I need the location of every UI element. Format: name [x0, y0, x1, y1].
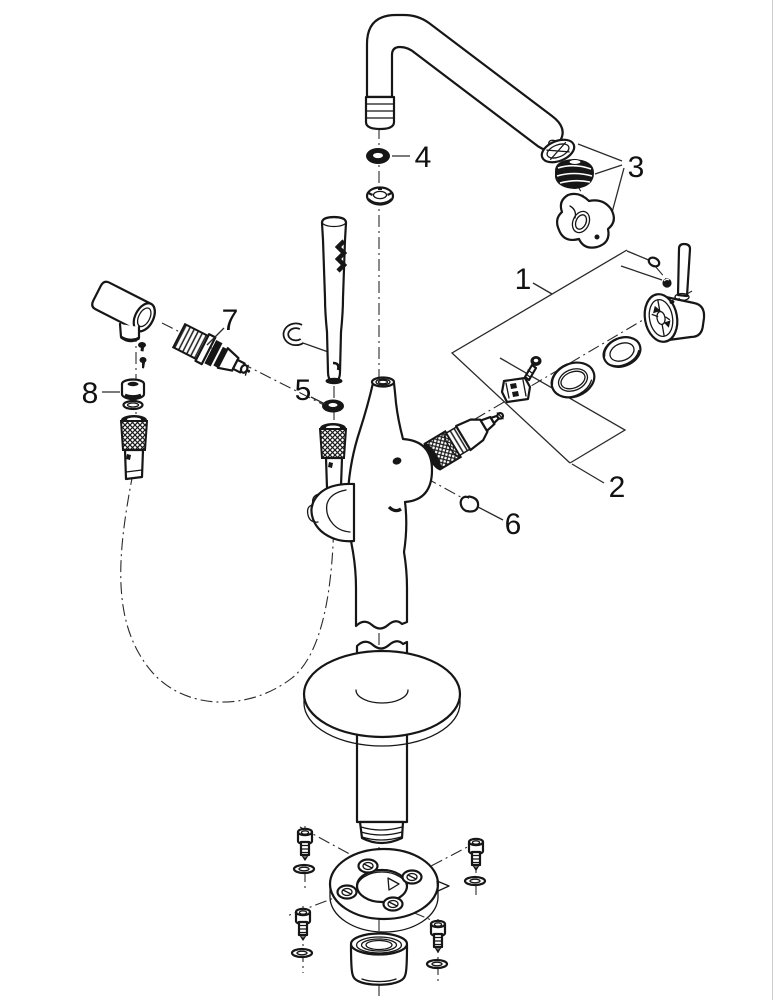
- cartridge-screw: [523, 356, 542, 382]
- mounting-collar: [349, 932, 409, 986]
- plug-cap-6: [459, 495, 504, 521]
- callout-8-label: 8: [82, 377, 99, 410]
- hose-end-middle: [318, 423, 348, 490]
- callout-labels: 1 2 3 4 5 6 7 8: [82, 141, 645, 541]
- callout-3-label: 3: [628, 151, 645, 184]
- callout-4-label: 4: [415, 141, 432, 174]
- diverter-cartridge: [171, 322, 251, 376]
- callout-6-label: 6: [505, 508, 522, 541]
- spout-union-nut: [365, 186, 395, 206]
- hand-shower: [320, 215, 348, 385]
- floor-bolt: [425, 919, 449, 970]
- spout-end-piece: [555, 192, 615, 249]
- hose-elbow: [91, 280, 156, 343]
- group-box-1-2: [450, 249, 663, 484]
- floor-bolt: [292, 827, 316, 875]
- flange-hole: [382, 896, 404, 912]
- hose-nut-8: [102, 378, 146, 401]
- callout-2-label: 2: [609, 471, 626, 504]
- callout-5-leader: [310, 396, 326, 405]
- callout-7-label: 7: [222, 304, 239, 337]
- flange-hole: [401, 869, 423, 885]
- spout-thread-end: [364, 95, 396, 131]
- pipe-thread-end: [358, 820, 405, 845]
- hose-loop-axis: [120, 472, 335, 703]
- spout-o-ring: [366, 148, 410, 164]
- handle-screw: [662, 278, 672, 288]
- hose-washer: [122, 399, 144, 411]
- trim-ring-inner: [550, 361, 596, 399]
- callout-2-leader: [571, 463, 605, 484]
- floor-bolt: [463, 837, 487, 887]
- floor-flange: [328, 847, 450, 933]
- floor-bolt: [290, 907, 314, 959]
- flange-hole: [336, 884, 358, 900]
- aerator-insert: [554, 158, 595, 190]
- hose-end-left: [119, 415, 149, 481]
- outlet-washer: [540, 138, 576, 164]
- floor-escutcheon-disc: [302, 649, 462, 747]
- callout-5-label: 5: [295, 374, 312, 407]
- callout-1-leader: [532, 282, 553, 295]
- handle-plug-cap: [647, 256, 661, 268]
- flange-hole: [357, 858, 379, 874]
- faucet-body: [346, 376, 434, 630]
- hand-shower-o-ring: [310, 396, 344, 413]
- trim-ring-outer: [602, 336, 642, 368]
- callout-7-leader: [206, 327, 225, 346]
- cartridge: [423, 411, 505, 471]
- spout: [364, 13, 564, 153]
- shower-holder: [306, 482, 356, 543]
- holder-screws: [138, 342, 147, 369]
- lever-handle: [643, 242, 706, 343]
- cartridge-adapter: [500, 376, 532, 404]
- handle-stem: [676, 242, 692, 298]
- callout-1-label: 1: [515, 263, 532, 296]
- callout-6-leader: [477, 506, 504, 521]
